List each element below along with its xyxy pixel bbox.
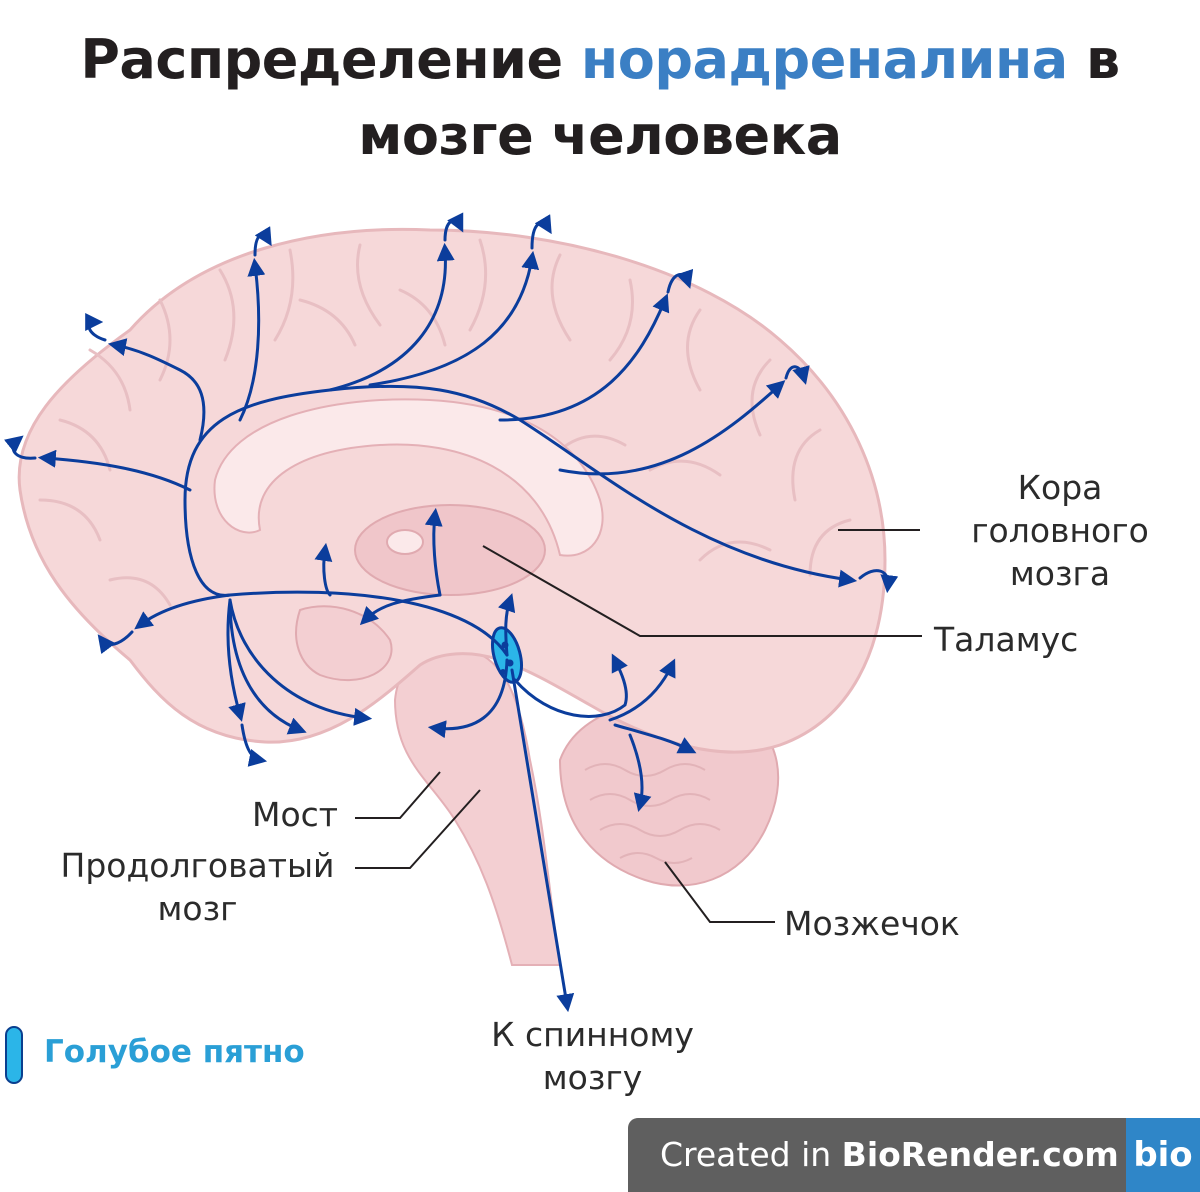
interthalamic-adhesion: [386, 529, 424, 555]
biorender-badge-text: Created in BioRender.com: [660, 1135, 1119, 1174]
noradrenaline-pathways: [3, 212, 899, 1013]
label-cortex-line2: головного: [971, 511, 1149, 550]
cortex-gyri: [38, 238, 852, 607]
leader-thalamus: [482, 545, 922, 637]
label-medulla-line2: мозг: [157, 889, 238, 928]
title-highlight: норадреналина: [580, 28, 1068, 91]
badge-brand: BioRender.com: [841, 1135, 1119, 1174]
leader-cerebellum: [664, 861, 775, 923]
corpus-callosum: [213, 398, 604, 557]
title-part1: Распределение: [80, 28, 581, 91]
label-thalamus: Таламус: [934, 620, 1079, 659]
title-line2: мозге человека: [358, 104, 842, 167]
diagram-title: Распределение норадреналина в мозге чело…: [0, 22, 1200, 174]
label-cortex: Кора головного мозга: [960, 466, 1160, 595]
label-cortex-line3: мозга: [1009, 554, 1111, 593]
label-spinal-line1: К спинному: [491, 1015, 694, 1054]
label-cerebellum: Мозжечок: [784, 904, 960, 943]
thalamus-shape: [354, 504, 546, 596]
label-medulla-line1: Продолговатый: [60, 846, 335, 885]
legend-swatch-locus-coeruleus: [5, 1026, 23, 1084]
label-cortex-line1: Кора: [1017, 468, 1103, 507]
leader-pons: [355, 771, 441, 819]
biorender-logo-icon: bio: [1126, 1118, 1200, 1192]
title-part2: в: [1067, 28, 1120, 91]
legend-label: Голубое пятно: [44, 1034, 305, 1070]
label-spinal-cord: К спинному мозгу: [470, 1013, 715, 1099]
label-medulla: Продолговатый мозг: [40, 844, 355, 930]
leader-lines: [355, 529, 922, 923]
label-pons: Мост: [252, 795, 339, 834]
leader-medulla: [355, 789, 481, 869]
label-spinal-line2: мозгу: [542, 1058, 643, 1097]
biorender-badge[interactable]: [628, 1118, 1200, 1192]
badge-prefix: Created in: [660, 1135, 842, 1174]
